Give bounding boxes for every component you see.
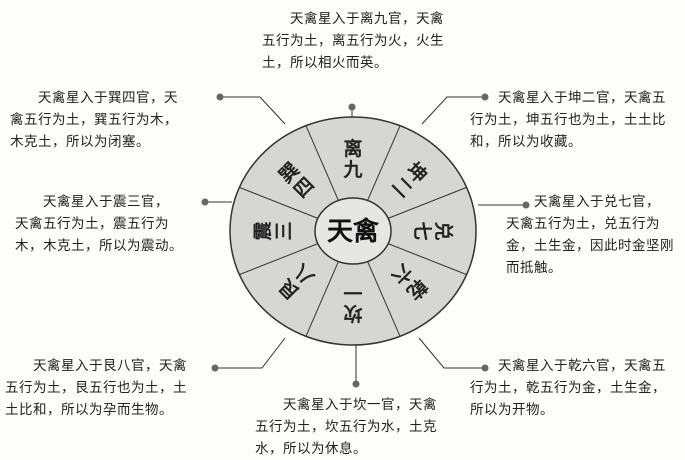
leader-dot <box>522 201 530 209</box>
sector-label-char: 九 <box>342 159 362 181</box>
sector-divider <box>239 243 319 276</box>
sector-dui: 兑七 <box>411 221 455 240</box>
callout-zhen: 天禽星入于震三官， 天禽五行为土，震五行为木，木克土，所以为震动。 <box>15 191 183 257</box>
center-label: 天禽 <box>327 216 380 247</box>
callout-line: 木克土，所以为闭塞。 <box>10 134 150 150</box>
sector-divider <box>305 125 339 201</box>
callout-line: 土，所以相火而英。 <box>262 55 388 71</box>
callout-gen: 天禽星入于艮八官，天禽五行为土，艮五行也为土，土土比和，所以为孕而生物。 <box>5 355 187 421</box>
callout-line: 天禽星入于离九官，天禽 <box>290 11 444 27</box>
callout-line: 五行为土，艮五行也为土，土 <box>5 380 187 396</box>
callout-line: 天禽星入于巽四官，天 <box>38 90 178 106</box>
callout-line: 天禽星入于艮八官，天禽 <box>33 358 187 374</box>
callout-line: 禽五行为土，巽五行为木， <box>10 112 178 128</box>
sector-li: 离九 <box>342 137 362 181</box>
leader-line <box>220 96 286 125</box>
leader-dot <box>481 93 489 101</box>
leader-dot <box>211 364 219 372</box>
sector-divider <box>387 186 467 219</box>
callout-line: 金，土生金，因此时金坚刚 <box>506 238 674 254</box>
sector-label-char: 兑 <box>432 221 455 240</box>
sector-divider <box>239 186 319 219</box>
callout-line: 天禽五行为土，兑五行为 <box>506 216 660 232</box>
leader-dot <box>352 380 360 388</box>
leader-dot <box>481 364 489 372</box>
leader-dot <box>348 103 356 111</box>
sector-zhen: 震三 <box>252 221 295 241</box>
callout-kun: 天禽星入于坤二官，天禽五行为土，坤五行也为土，土土比和，所以为收藏。 <box>470 87 666 153</box>
sector-label-char: 七 <box>411 221 433 240</box>
leader-line <box>215 337 286 369</box>
sector-kan: 坎一 <box>343 281 362 325</box>
sector-divider <box>387 243 467 276</box>
sector-label-char: 三 <box>273 221 295 240</box>
callout-line: 天禽星入于兑七官， <box>534 194 660 210</box>
sector-divider <box>367 125 401 201</box>
leader-line <box>418 337 485 369</box>
leader-dot <box>201 198 209 206</box>
leader-dot <box>216 93 224 101</box>
callout-line: 天禽星入于坤二官，天禽五 <box>498 90 666 106</box>
callout-line: 行为土，乾五行为金，土生金， <box>470 380 666 396</box>
callout-xun: 天禽星入于巽四官，天禽五行为土，巽五行为木， 木克土，所以为闭塞。 <box>10 87 178 153</box>
sector-divider <box>305 261 339 337</box>
center-circle <box>314 197 392 265</box>
sector-label-char: 一 <box>343 281 362 303</box>
callout-line: 天禽五行为土，震五行为 <box>15 216 169 232</box>
callout-line: 五行为土，坎五行为水，土克 <box>255 419 437 435</box>
callout-line: 而抵触。 <box>506 260 562 276</box>
callout-line: 木，木克土，所以为震动。 <box>15 238 183 254</box>
callout-line: 天禽星入于震三官， <box>43 194 169 210</box>
callout-li: 天禽星入于离九官，天禽五行为土，离五行为火，火生土，所以相火而英。 <box>262 8 444 74</box>
callout-dui: 天禽星入于兑七官， 天禽五行为土，兑五行为金，土生金，因此时金坚刚而抵触。 <box>506 191 674 279</box>
callout-qian: 天禽星入于乾六官，天禽五行为土，乾五行为金，土生金， 所以为开物。 <box>470 355 666 421</box>
callout-line: 所以为开物。 <box>470 402 554 418</box>
callout-line: 和，所以为收藏。 <box>470 134 582 150</box>
sector-label-char: 离 <box>343 137 362 160</box>
callout-line: 水，所以为休息。 <box>255 441 367 457</box>
sector-label-char: 震 <box>252 221 274 241</box>
sector-label-char: 坎 <box>343 302 362 325</box>
callout-line: 土比和，所以为孕而生物。 <box>5 402 173 418</box>
callout-line: 行为土，坤五行也为土，土土比 <box>470 112 666 128</box>
callout-line: 天禽星入于乾六官，天禽五 <box>498 358 666 374</box>
sector-divider <box>367 261 401 337</box>
callout-line: 五行为土，离五行为火，火生 <box>262 33 444 49</box>
leader-line <box>421 96 485 125</box>
callout-kan: 天禽星入于坎一官，天禽五行为土，坎五行为水，土克水，所以为休息。 <box>255 394 437 460</box>
callout-line: 天禽星入于坎一官，天禽 <box>283 397 437 413</box>
